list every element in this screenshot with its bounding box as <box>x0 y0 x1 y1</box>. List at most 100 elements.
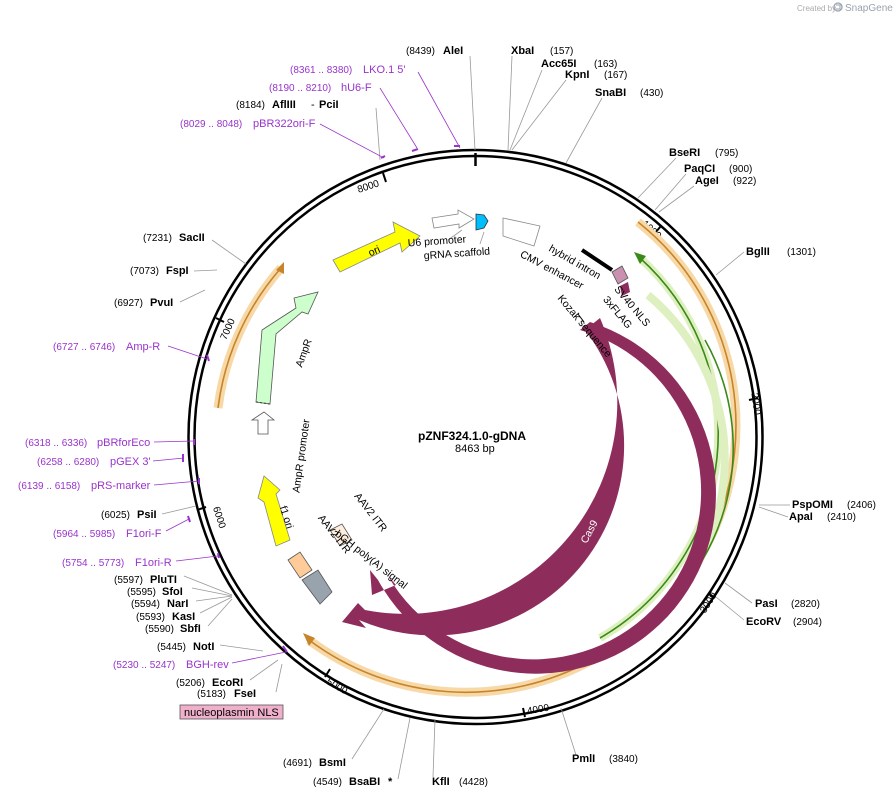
primer-bghrev[interactable]: BGH-rev <box>186 659 229 671</box>
ori-label: ori <box>367 244 383 260</box>
tick-4000-mark <box>522 707 526 718</box>
site-kasi[interactable]: KasI <box>172 611 195 623</box>
site-kfli[interactable]: KflI <box>432 776 450 788</box>
site-sfoi-pos: (5595) <box>127 587 156 598</box>
primer-ampr-range: (6727 .. 6746) <box>53 342 115 353</box>
f1-ori-arrow <box>257 475 291 547</box>
site-xbai-pos: (157) <box>550 46 573 57</box>
site-afliii-separator: - <box>311 99 315 111</box>
site-apai[interactable]: ApaI <box>789 511 813 523</box>
site-pasi-pos: (2820) <box>791 599 820 610</box>
primer-hu6f-range: (8190 .. 8210) <box>269 83 331 94</box>
site-xbai[interactable]: XbaI <box>511 45 534 57</box>
tick-4000: 4000 <box>526 703 550 718</box>
primer-f1orif-range: (5964 .. 5985) <box>53 529 115 540</box>
ori-arrow <box>332 221 421 273</box>
site-psii[interactable]: PsiI <box>137 509 157 521</box>
site-afliii-pos: (8184) <box>236 100 265 111</box>
orf-left-arrowhead <box>276 262 284 274</box>
primer-marks <box>182 145 460 653</box>
hybrid-intron-bar <box>580 248 614 272</box>
site-bsmi[interactable]: BsmI <box>319 757 346 769</box>
bgh-polya-box <box>301 569 333 605</box>
site-alei[interactable]: AleI <box>443 45 463 57</box>
ampr-promoter-arrow <box>250 411 276 435</box>
primer-pbr322orif[interactable]: pBR322ori-F <box>253 118 316 130</box>
primer-lko1[interactable]: LKO.1 5' <box>363 64 405 76</box>
credit-brand: SnapGene <box>845 3 893 14</box>
flag-box <box>620 282 630 296</box>
cmv-enhancer-box <box>502 217 541 247</box>
kozak-mark <box>577 313 585 323</box>
site-noti[interactable]: NotI <box>193 641 214 653</box>
site-sbfi-pos: (5590) <box>145 624 174 635</box>
site-acc65i[interactable]: Acc65I <box>541 58 576 70</box>
aav2-itr-box-b <box>287 551 313 579</box>
site-ecorv-pos: (2904) <box>793 617 822 628</box>
site-sacii-pos: (7231) <box>143 233 172 244</box>
site-alei-pos: (8439) <box>406 46 435 57</box>
site-bsabi[interactable]: BsaBI <box>349 776 380 788</box>
tick-2000: 2000 <box>748 392 762 416</box>
aav2-itr-a-label: AAV2 ITR <box>352 491 390 535</box>
site-fsei[interactable]: FseI <box>234 688 256 700</box>
site-sfoi[interactable]: SfoI <box>162 586 183 598</box>
ampr-promoter-label: AmpR promoter <box>290 418 312 494</box>
site-paqci[interactable]: PaqCI <box>684 163 715 175</box>
orf-green-a-arrowhead <box>634 252 646 264</box>
grna-scaffold-arrow <box>475 213 489 231</box>
site-snabi[interactable]: SnaBI <box>595 87 626 99</box>
site-pluti[interactable]: PluTI <box>150 574 177 586</box>
u6-promoter-label: U6 promoter <box>407 233 467 249</box>
cas9-outer-arrow <box>342 318 625 636</box>
orf-left-line <box>217 267 282 409</box>
site-kpni[interactable]: KpnI <box>565 69 589 81</box>
site-nari[interactable]: NarI <box>167 598 188 610</box>
orf-green-a <box>599 257 719 639</box>
ampr-label: AmpR <box>293 337 314 369</box>
site-pvui[interactable]: PvuI <box>150 297 173 309</box>
tick-8000-mark <box>382 172 387 183</box>
site-ecorv[interactable]: EcoRV <box>746 616 782 628</box>
site-bglii[interactable]: BglII <box>746 246 770 258</box>
site-afliii[interactable]: AflIII <box>272 99 296 111</box>
site-bseri-pos: (795) <box>715 148 738 159</box>
site-paqci-pos: (900) <box>729 164 752 175</box>
site-bseri[interactable]: BseRI <box>669 147 700 159</box>
primer-ampr[interactable]: Amp-R <box>126 341 160 353</box>
nucleoplasmin-nls-label: nucleoplasmin NLS <box>184 707 279 719</box>
backbone-outer <box>187 148 764 726</box>
site-acc65i-pos: (163) <box>594 59 617 70</box>
primer-hu6f[interactable]: hU6-F <box>341 82 372 94</box>
orf-bottom-arrowhead <box>303 633 315 646</box>
nucleoplasmin-nls-box[interactable] <box>179 704 284 720</box>
tick-7000-mark <box>215 317 225 323</box>
site-pmli[interactable]: PmlI <box>572 753 595 765</box>
site-ecori[interactable]: EcoRI <box>212 677 243 689</box>
site-pspomi[interactable]: PspOMI <box>792 499 833 511</box>
site-noti-pos: (5445) <box>157 642 186 653</box>
primer-f1orif[interactable]: F1ori-F <box>126 528 162 540</box>
site-fspi[interactable]: FspI <box>166 265 189 277</box>
primer-pgex3[interactable]: pGEX 3' <box>110 456 151 468</box>
tick-3000-mark <box>707 592 716 599</box>
primer-prsmarker[interactable]: pRS-marker <box>91 480 151 492</box>
site-agei[interactable]: AgeI <box>695 175 719 187</box>
site-pasi[interactable]: PasI <box>755 598 778 610</box>
primer-pbrforeco[interactable]: pBRforEco <box>97 437 150 449</box>
credit-prefix: Created by <box>797 4 836 13</box>
primer-lko1-range: (8361 .. 8380) <box>290 65 352 76</box>
site-nari-pos: (5594) <box>131 599 160 610</box>
cas9-outer-label: Cas9 <box>629 566 654 592</box>
site-kfli-pos: (4428) <box>459 777 488 788</box>
primer-pbrforeco-range: (6318 .. 6336) <box>25 438 87 449</box>
site-bsmi-pos: (4691) <box>283 758 312 769</box>
site-bsabi-star: * <box>388 776 393 788</box>
site-sacii[interactable]: SacII <box>179 232 205 244</box>
site-pcii[interactable]: PciI <box>319 99 339 111</box>
primer-f1orir-range: (5754 .. 5773) <box>62 558 124 569</box>
primer-f1orir[interactable]: F1ori-R <box>135 557 172 569</box>
primer-lines <box>152 71 461 664</box>
site-sbfi[interactable]: SbfI <box>180 623 201 635</box>
